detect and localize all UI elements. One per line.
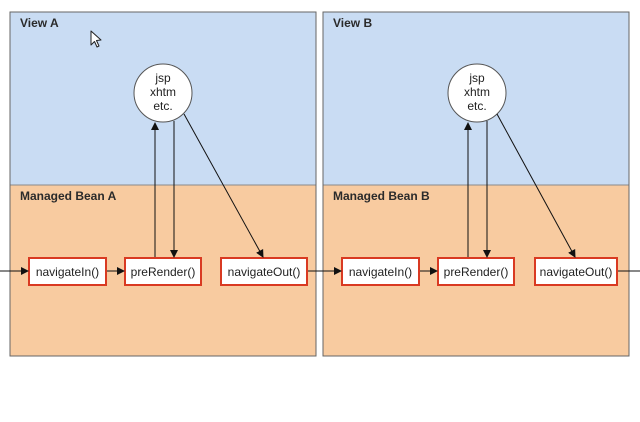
page-node-b-line-1: jsp xyxy=(468,71,485,85)
view-a-label: View A xyxy=(20,16,59,30)
panel-b-border xyxy=(322,11,630,357)
view-b-label: View B xyxy=(333,16,372,30)
panel-a: View A Managed Bean A jsp xhtm etc. navi… xyxy=(0,11,317,357)
page-node-b-line-2: xhtm xyxy=(464,85,490,99)
page-node-a-line-2: xhtm xyxy=(150,85,176,99)
panel-b: View B Managed Bean B jsp xhtm etc. navi… xyxy=(322,11,640,357)
page-node-a: jsp xhtm etc. xyxy=(133,63,193,123)
navigate-in-b-label: navigateIn() xyxy=(349,265,412,279)
page-node-b-line-3: etc. xyxy=(467,99,486,113)
pre-render-a: preRender() xyxy=(124,257,202,286)
navigate-in-a-label: navigateIn() xyxy=(36,265,99,279)
bean-a-label: Managed Bean A xyxy=(20,189,117,203)
pre-render-a-label: preRender() xyxy=(131,265,196,279)
panel-a-border xyxy=(9,11,317,357)
page-node-a-line-3: etc. xyxy=(153,99,172,113)
navigate-in-b: navigateIn() xyxy=(341,257,420,286)
bean-b-label: Managed Bean B xyxy=(333,189,430,203)
navigate-out-b: navigateOut() xyxy=(534,257,618,286)
pre-render-b: preRender() xyxy=(437,257,515,286)
arrow-page-to-navigate-out-a xyxy=(183,113,264,258)
navigate-out-b-label: navigateOut() xyxy=(540,265,613,279)
navigate-out-a-label: navigateOut() xyxy=(228,265,301,279)
page-node-b: jsp xhtm etc. xyxy=(447,63,507,123)
page-node-a-line-1: jsp xyxy=(154,71,171,85)
navigate-out-a: navigateOut() xyxy=(220,257,308,286)
arrow-page-to-navigate-out-b xyxy=(496,113,576,258)
navigate-in-a: navigateIn() xyxy=(28,257,107,286)
pre-render-b-label: preRender() xyxy=(444,265,509,279)
mouse-pointer-icon xyxy=(90,30,102,48)
